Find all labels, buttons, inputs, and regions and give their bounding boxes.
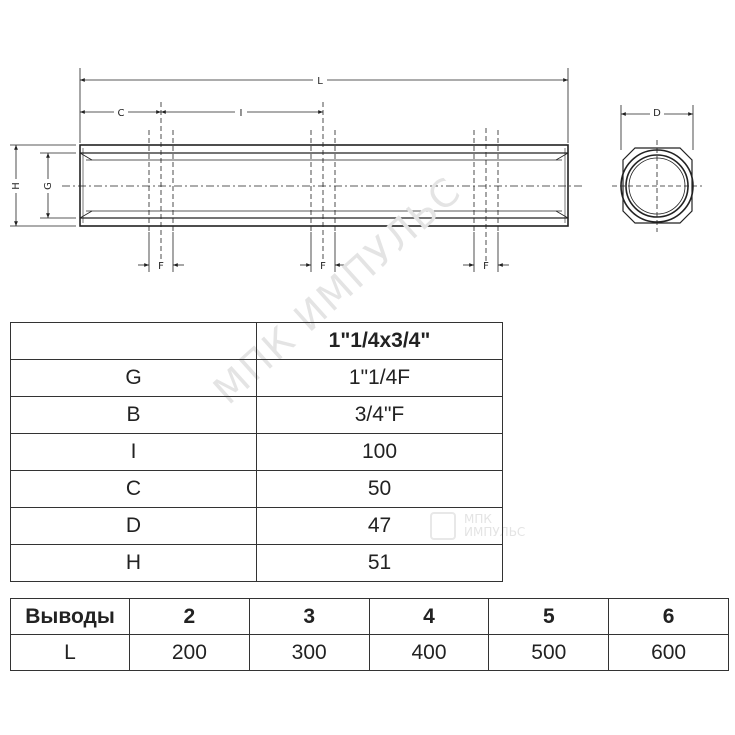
outlets-count-cell: 6: [608, 598, 729, 635]
spec-value: 1"1/4F: [256, 359, 503, 397]
label-I: I: [240, 108, 243, 119]
spec-header-empty: [10, 322, 257, 360]
outlets-length-cell: 300: [248, 634, 370, 671]
spec-param: I: [10, 433, 257, 471]
spec-param: C: [10, 470, 257, 508]
outlets-length-cell: 400: [368, 634, 490, 671]
spec-value: 100: [256, 433, 503, 471]
dimension-H-G: H G: [10, 145, 54, 226]
outlets-count-cell: 2: [129, 598, 250, 635]
outlets-count-cell: 4: [368, 598, 490, 635]
label-F-3: F: [483, 261, 489, 272]
outlets-length-label: L: [10, 634, 130, 671]
spec-param: D: [10, 507, 257, 545]
outlets-count-cell: 5: [488, 598, 610, 635]
label-G: G: [43, 182, 54, 190]
spec-header-row: 1"1/4x3/4": [10, 322, 503, 360]
pipe-end-view: [612, 105, 702, 232]
spec-value: 50: [256, 470, 503, 508]
outlets-count-cell: 3: [248, 598, 370, 635]
outlets-header-label: Выводы: [10, 598, 130, 635]
spec-param: B: [10, 396, 257, 434]
label-F-1: F: [158, 261, 164, 272]
label-H: H: [11, 182, 22, 190]
outlets-length-cell: 200: [129, 634, 250, 671]
dimension-C-I: C I: [80, 106, 323, 119]
extension-lines: [10, 68, 569, 272]
label-L: L: [317, 76, 323, 87]
label-F-2: F: [320, 261, 326, 272]
spec-value: 47: [256, 507, 503, 545]
spec-header-size: 1"1/4x3/4": [256, 322, 503, 360]
spec-param: G: [10, 359, 257, 397]
dimension-L: L: [80, 74, 568, 87]
dimension-D: D: [621, 106, 693, 119]
technical-drawing: L C I H G F F F: [10, 68, 702, 272]
pipe-side-view: [79, 144, 569, 227]
label-D: D: [653, 108, 661, 119]
spec-param: H: [10, 544, 257, 582]
outlet-axes: [148, 102, 499, 262]
outlets-length-cell: 500: [488, 634, 610, 671]
spec-value: 3/4"F: [256, 396, 503, 434]
spec-value: 51: [256, 544, 503, 582]
outlets-length-cell: 600: [608, 634, 729, 671]
label-C: C: [118, 108, 125, 119]
